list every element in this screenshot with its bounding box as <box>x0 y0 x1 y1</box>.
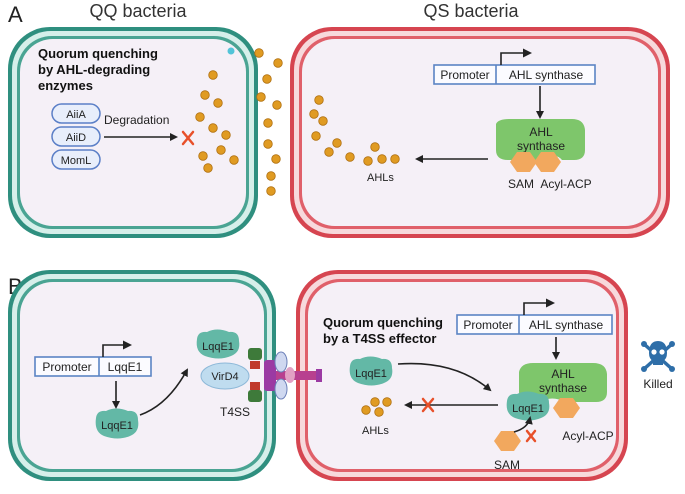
lqqe1-bound-label: LqqE1 <box>512 403 544 415</box>
ahl-synthase-gene-b: AHL synthase <box>529 318 604 332</box>
promoter-arrow-icon <box>102 340 132 357</box>
acyl-acp-label-b: Acyl-ACP <box>562 429 613 443</box>
qs-bacteria-title: QS bacteria <box>423 1 519 21</box>
lqqe1-protein-label: LqqE1 <box>101 420 133 432</box>
promoter-arrow-icon <box>500 48 532 65</box>
qs-cell-a <box>290 27 670 238</box>
ahl-synthase-text-b1: AHL <box>551 367 575 381</box>
gene-construct-a: Promoter AHL synthase <box>433 48 596 85</box>
virD4-label: VirD4 <box>211 371 238 383</box>
sam-hexagon-b <box>494 431 521 451</box>
secretion-arrow <box>139 368 188 416</box>
acyl-acp-hexagon-a <box>534 152 561 172</box>
red-x-icon <box>421 397 435 413</box>
qq-cell-a <box>8 27 258 238</box>
degradation-label: Degradation <box>104 113 169 127</box>
qq-bacteria-title: QQ bacteria <box>89 1 187 21</box>
qq-heading-a-line2: by AHL-degrading <box>38 62 150 77</box>
ahl-dots-b <box>361 397 392 417</box>
sam-label-b: SAM <box>494 458 520 472</box>
enzyme-aiia-label: AiiA <box>66 109 86 121</box>
qq-heading-b-line1: Quorum quenching <box>323 315 443 330</box>
lqqe1-bound: LqqE1 <box>506 391 550 421</box>
ahls-label-b: AHLs <box>362 425 389 437</box>
t4ss-channel-icon <box>248 348 322 402</box>
promoter-label-a: Promoter <box>440 68 489 82</box>
ahl-synthase-protein-b: AHL synthase <box>519 363 607 402</box>
red-x-icon <box>181 130 195 146</box>
ahl-synthase-text-b2: synthase <box>539 381 587 395</box>
skull-crossbones-icon <box>641 341 675 372</box>
gene-construct-b-left: Promoter LqqE1 <box>34 340 152 377</box>
gene-construct-b-right: Promoter AHL synthase <box>456 298 613 335</box>
killed-label: Killed <box>643 377 672 391</box>
lqqe1-injected: LqqE1 <box>349 356 393 386</box>
enzyme-aiia: AiiA <box>51 103 101 124</box>
promoter-label-b: Promoter <box>42 360 91 374</box>
lqqe1-injected-label: LqqE1 <box>355 368 387 380</box>
qq-heading-a-line1: Quorum quenching <box>38 46 158 61</box>
lqqe1-gene-label: LqqE1 <box>108 360 143 374</box>
binding-arrow <box>397 362 492 392</box>
sam-hexagon-a <box>510 152 537 172</box>
acyl-acp-hexagon-b <box>553 398 580 418</box>
ahls-label-a: AHLs <box>367 172 394 184</box>
lqqe1-protein-b: LqqE1 <box>95 408 139 439</box>
promoter-arrow-icon <box>523 298 555 315</box>
ahl-synthase-protein-a: AHL synthase <box>496 119 585 160</box>
enzyme-aiid-label: AiiD <box>66 132 86 144</box>
ahl-synthase-text-a1: AHL <box>529 125 553 139</box>
virD4-protein: VirD4 <box>200 362 250 390</box>
enzyme-moml: MomL <box>51 149 101 170</box>
qq-heading-b-line2: by a T4SS effector <box>323 331 436 346</box>
sam-label-a: SAM <box>508 177 534 191</box>
enzyme-moml-label: MomL <box>61 155 92 167</box>
acyl-acp-label-a: Acyl-ACP <box>540 177 591 191</box>
t4ss-label: T4SS <box>220 405 250 419</box>
ahl-synthase-gene-a: AHL synthase <box>509 68 584 82</box>
red-x-icon <box>525 429 537 443</box>
lqqe1-top-label: LqqE1 <box>202 341 234 353</box>
enzyme-aiid: AiiD <box>51 126 101 147</box>
membrane-channel-dot <box>227 47 235 55</box>
panel-a-letter: A <box>8 2 23 27</box>
qq-heading-a-line3: enzymes <box>38 78 93 93</box>
lqqe1-top-protein: LqqE1 <box>196 329 240 359</box>
promoter-label-b-right: Promoter <box>463 318 512 332</box>
ahl-synthase-text-a2: synthase <box>517 139 565 153</box>
sam-blocked-arrow <box>513 416 533 433</box>
ahl-dots-a <box>195 48 400 196</box>
